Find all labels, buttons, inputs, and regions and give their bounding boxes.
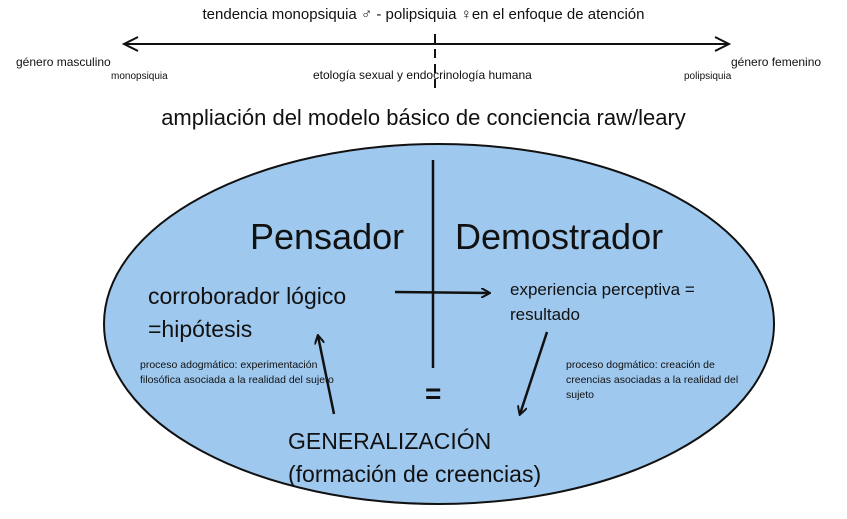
hypothesis-box: corroborador lógico =hipótesis	[148, 283, 347, 342]
right-arrow-head	[714, 36, 732, 52]
conscience-ellipse	[103, 143, 775, 505]
arrow-hypothesis-to-result	[394, 292, 489, 293]
left-arrow-head	[121, 36, 139, 52]
center-label: etología sexual y endocrinología humana	[313, 68, 532, 82]
model-title: ampliación del modelo básico de concienc…	[161, 105, 686, 130]
left-pole-sublabel: monopsiquia	[111, 71, 168, 82]
right-pole-label: género femenino	[731, 55, 822, 69]
right-pole-sublabel: polipsiquia	[684, 71, 732, 82]
demonstrator-heading: Demostrador	[455, 216, 664, 257]
dogmatic-note: proceso dogmático: creación de creencias…	[566, 359, 739, 401]
arrow-generalization-to-hypothesis	[318, 336, 336, 415]
result-box: experiencia perceptiva = resultado	[510, 280, 695, 324]
spectrum-title: tendencia monopsiquia ♂ - polipsiquia ♀e…	[202, 6, 645, 23]
equals-sign: =	[425, 378, 442, 409]
generalization-label: GENERALIZACIÓN (formación de creencias)	[288, 428, 542, 487]
left-pole-label: género masculino	[16, 55, 111, 69]
arrow-result-to-generalization	[520, 331, 549, 414]
thinker-heading: Pensador	[250, 216, 405, 257]
adogmatic-note: proceso adogmático: experimentación filo…	[140, 359, 334, 386]
